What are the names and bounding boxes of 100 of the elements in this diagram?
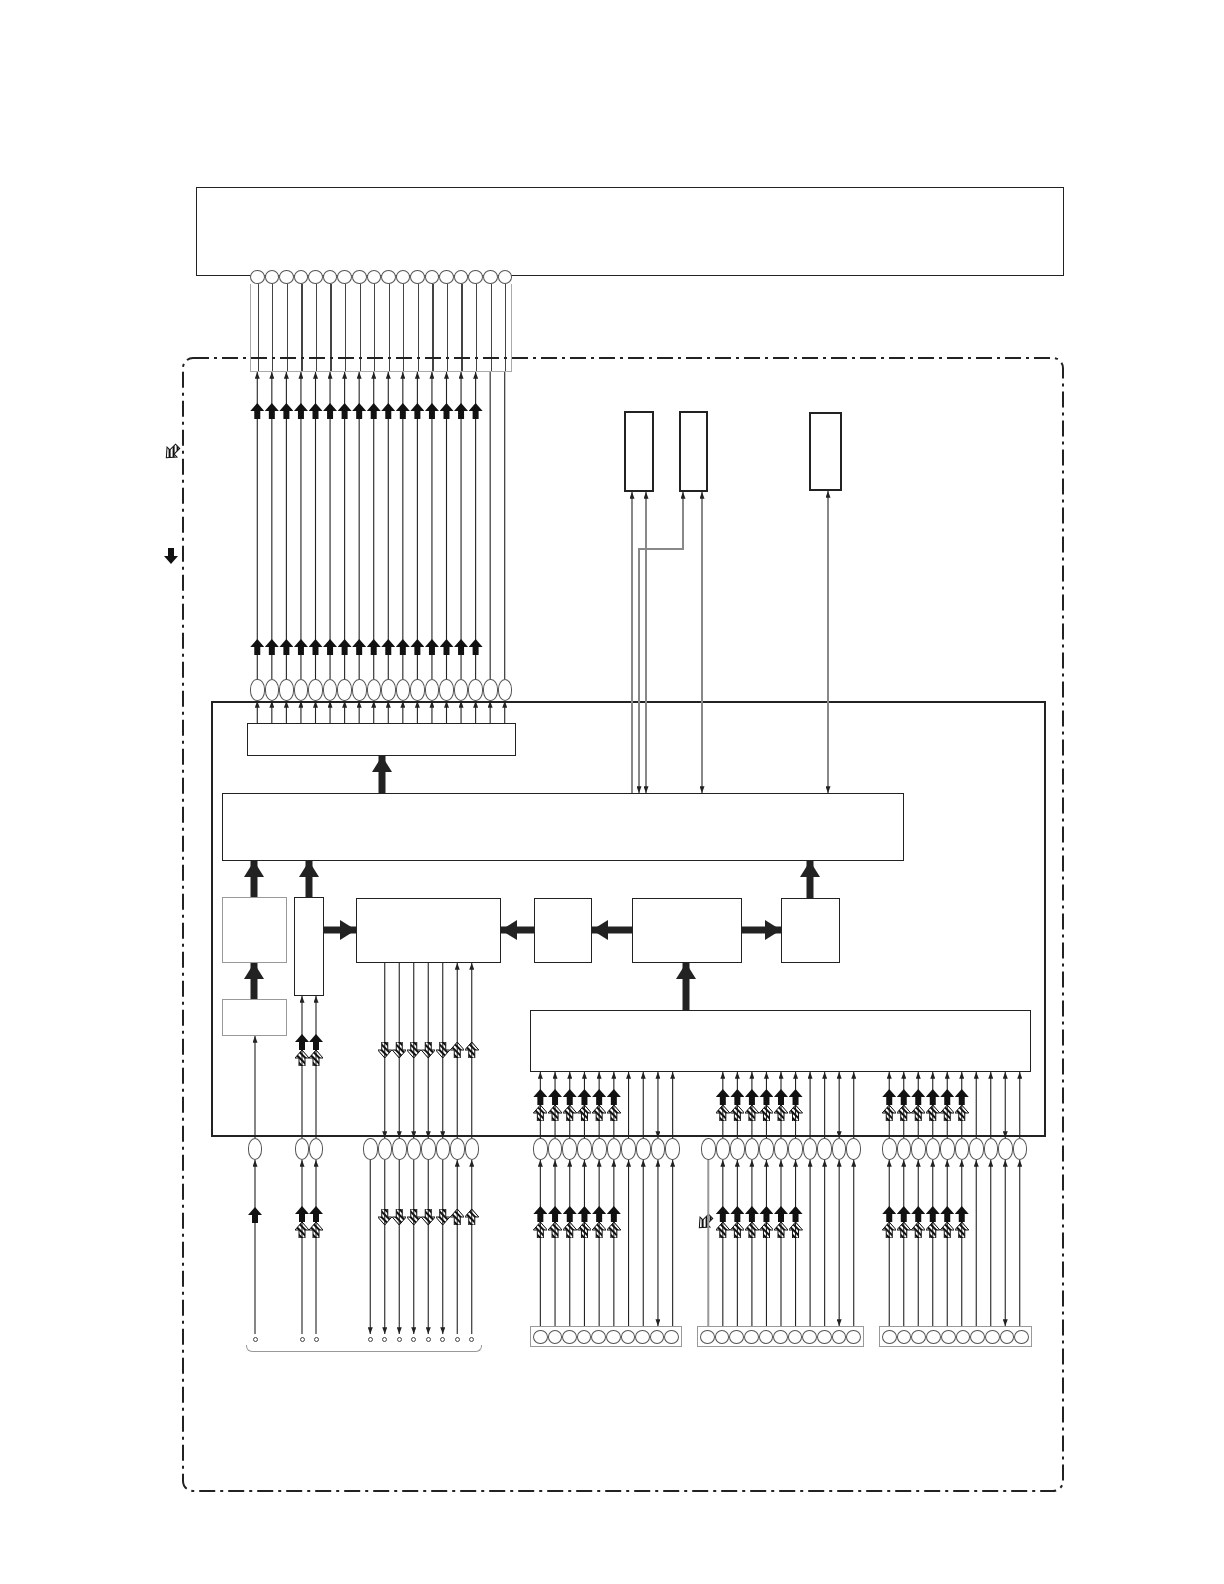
block-box xyxy=(356,898,501,963)
signal-line xyxy=(699,491,705,794)
signal-line xyxy=(592,1159,606,1327)
signal-line xyxy=(283,700,289,724)
signal-line xyxy=(911,1071,925,1139)
block-box xyxy=(222,999,287,1036)
connector-strip xyxy=(533,1138,680,1160)
signal-line xyxy=(313,700,318,724)
signal-line xyxy=(371,700,377,724)
signal-line xyxy=(323,371,337,680)
signal-line xyxy=(822,1071,828,1139)
signal-line xyxy=(577,1159,591,1327)
signal-line xyxy=(655,1159,661,1327)
signal-line xyxy=(381,371,395,680)
signal-line xyxy=(988,1159,994,1327)
signal-line xyxy=(789,1071,803,1139)
signal-line xyxy=(825,490,831,794)
signal-line xyxy=(640,1159,646,1327)
signal-line xyxy=(759,1071,773,1139)
connector-strip xyxy=(250,270,512,372)
signal-line xyxy=(607,1159,621,1327)
connector-strip xyxy=(295,1138,323,1160)
signal-line xyxy=(248,1159,262,1335)
signal-line xyxy=(378,1159,392,1335)
signal-line xyxy=(352,371,366,680)
signal-line xyxy=(294,371,308,680)
signal-line xyxy=(327,700,333,724)
signal-line xyxy=(533,1071,547,1139)
signal-line xyxy=(342,700,348,724)
signal-line xyxy=(730,1159,744,1327)
signal-line xyxy=(533,1159,547,1327)
signal-line xyxy=(436,1159,450,1335)
signal-line xyxy=(338,371,352,680)
signal-line xyxy=(458,700,464,724)
signal-line xyxy=(465,962,479,1139)
signal-line xyxy=(1002,1159,1008,1327)
signal-line xyxy=(414,700,420,724)
signal-line xyxy=(250,371,264,680)
signal-line xyxy=(759,1159,773,1327)
signal-line xyxy=(670,1071,676,1139)
signal-line xyxy=(1017,1159,1023,1327)
signal-line xyxy=(309,995,323,1139)
signal-line xyxy=(851,1159,857,1327)
signal-line xyxy=(940,1159,954,1327)
signal-line xyxy=(807,1159,813,1327)
signal-line xyxy=(836,1159,842,1327)
signal-line xyxy=(774,1071,788,1139)
signal-line xyxy=(911,1159,925,1327)
signal-line xyxy=(421,1159,435,1335)
signal-line xyxy=(450,1159,464,1335)
signal-line xyxy=(940,1071,954,1139)
signal-line xyxy=(252,1035,258,1139)
signal-line xyxy=(774,1159,788,1327)
signal-line xyxy=(295,995,309,1139)
connector-strip xyxy=(701,1138,861,1160)
block-box xyxy=(781,898,840,963)
signal-line xyxy=(254,700,260,724)
signal-line xyxy=(444,700,449,724)
signal-line xyxy=(716,1071,730,1139)
block-box xyxy=(247,723,516,756)
connector-strip xyxy=(697,1326,864,1347)
signal-line xyxy=(502,700,508,724)
signal-line xyxy=(454,371,468,680)
block-box xyxy=(222,897,287,963)
signal-line xyxy=(1017,1071,1023,1139)
dash-dot-boundary xyxy=(182,357,1064,1492)
signal-line xyxy=(548,1071,562,1139)
signal-line xyxy=(450,962,464,1139)
signal-line xyxy=(504,371,506,680)
signal-line xyxy=(716,1159,730,1327)
signal-line xyxy=(745,1159,759,1327)
signal-line xyxy=(309,371,323,680)
signal-line xyxy=(385,700,391,724)
block-box xyxy=(632,898,742,963)
signal-line xyxy=(563,1159,577,1327)
signal-line xyxy=(973,1159,979,1327)
signal-line xyxy=(465,1159,479,1335)
signal-line xyxy=(789,1159,803,1327)
signal-line xyxy=(396,371,410,680)
signal-line xyxy=(636,491,686,794)
signal-line xyxy=(670,1159,676,1327)
connector-strip xyxy=(882,1138,1027,1160)
signal-line xyxy=(626,1071,632,1139)
signal-line xyxy=(367,1159,373,1335)
signal-line xyxy=(489,371,491,680)
block-box xyxy=(624,411,654,492)
signal-line xyxy=(643,491,649,794)
signal-line xyxy=(897,1159,911,1327)
signal-line xyxy=(410,371,424,680)
signal-line xyxy=(897,1071,911,1139)
signal-line xyxy=(269,700,275,724)
signal-line xyxy=(607,1071,621,1139)
block-box xyxy=(211,701,1046,1137)
signal-line xyxy=(807,1071,813,1139)
signal-line xyxy=(836,1071,842,1139)
connector-strip xyxy=(879,1326,1032,1347)
signal-line xyxy=(592,1071,606,1139)
signal-line xyxy=(926,1071,940,1139)
signal-line xyxy=(973,1071,979,1139)
signal-line xyxy=(298,700,304,724)
